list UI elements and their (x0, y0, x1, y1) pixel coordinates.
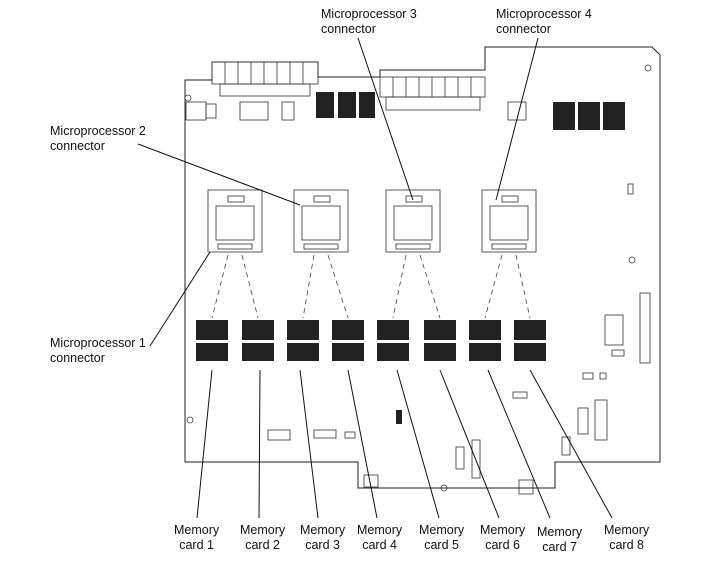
memory-card-1-line2: card 1 (179, 538, 214, 552)
cpu4-label-line1: Microprocessor 4 (496, 7, 592, 21)
memory-card-4-line1: Memory (357, 523, 403, 537)
memory-card-6-label: Memory card 6 (480, 523, 525, 553)
memory-card-6-line1: Memory (480, 523, 526, 537)
cpu1-label-line1: Microprocessor 1 (50, 336, 146, 350)
memory-card-5-line1: Memory (419, 523, 465, 537)
memory-connectors (196, 320, 546, 361)
cpu-socket-4 (481, 189, 537, 253)
memory-card-5-line2: card 5 (424, 538, 459, 552)
cpu1-label-line2: connector (50, 351, 105, 365)
power-blocks-middle (316, 92, 375, 118)
cpu-socket-3 (385, 189, 441, 253)
memory-card-7-line2: card 7 (542, 540, 577, 554)
cpu3-label-line1: Microprocessor 3 (321, 7, 417, 21)
cpu3-label: Microprocessor 3 connector (321, 7, 417, 37)
memory-card-8-line1: Memory (604, 523, 650, 537)
cpu4-label-line2: connector (496, 22, 551, 36)
memory-card-3-line1: Memory (300, 523, 346, 537)
memory-card-5-label: Memory card 5 (419, 523, 464, 553)
memory-card-1-line1: Memory (174, 523, 220, 537)
small-components (184, 64, 652, 495)
memory-card-7-line1: Memory (537, 525, 583, 539)
memory-card-6-line2: card 6 (485, 538, 520, 552)
cpu2-label-line1: Microprocessor 2 (50, 124, 146, 138)
memory-card-2-line2: card 2 (245, 538, 280, 552)
memory-card-2-label: Memory card 2 (240, 523, 285, 553)
memory-card-2-line1: Memory (240, 523, 286, 537)
small-chip (396, 410, 402, 424)
memory-card-1-label: Memory card 1 (174, 523, 219, 553)
memory-card-4-line2: card 4 (362, 538, 397, 552)
cpu2-label: Microprocessor 2 connector (50, 124, 146, 154)
cpu-socket-2 (293, 189, 349, 253)
leader-lines (137, 37, 613, 519)
memory-card-3-label: Memory card 3 (300, 523, 345, 553)
cpu4-label: Microprocessor 4 connector (496, 7, 592, 37)
memory-card-8-line2: card 8 (609, 538, 644, 552)
memory-card-7-label: Memory card 7 (537, 525, 582, 555)
memory-card-4-label: Memory card 4 (357, 523, 402, 553)
top-connector-left (211, 61, 319, 97)
cpu2-label-line2: connector (50, 139, 105, 153)
cpu3-label-line2: connector (321, 22, 376, 36)
cpu-socket-1 (207, 189, 263, 253)
top-connector-middle (379, 76, 486, 111)
cpu1-label: Microprocessor 1 connector (50, 336, 146, 366)
memory-card-3-line2: card 3 (305, 538, 340, 552)
power-blocks-right (553, 102, 625, 130)
cpu-memory-links (211, 254, 531, 319)
memory-card-8-label: Memory card 8 (604, 523, 649, 553)
